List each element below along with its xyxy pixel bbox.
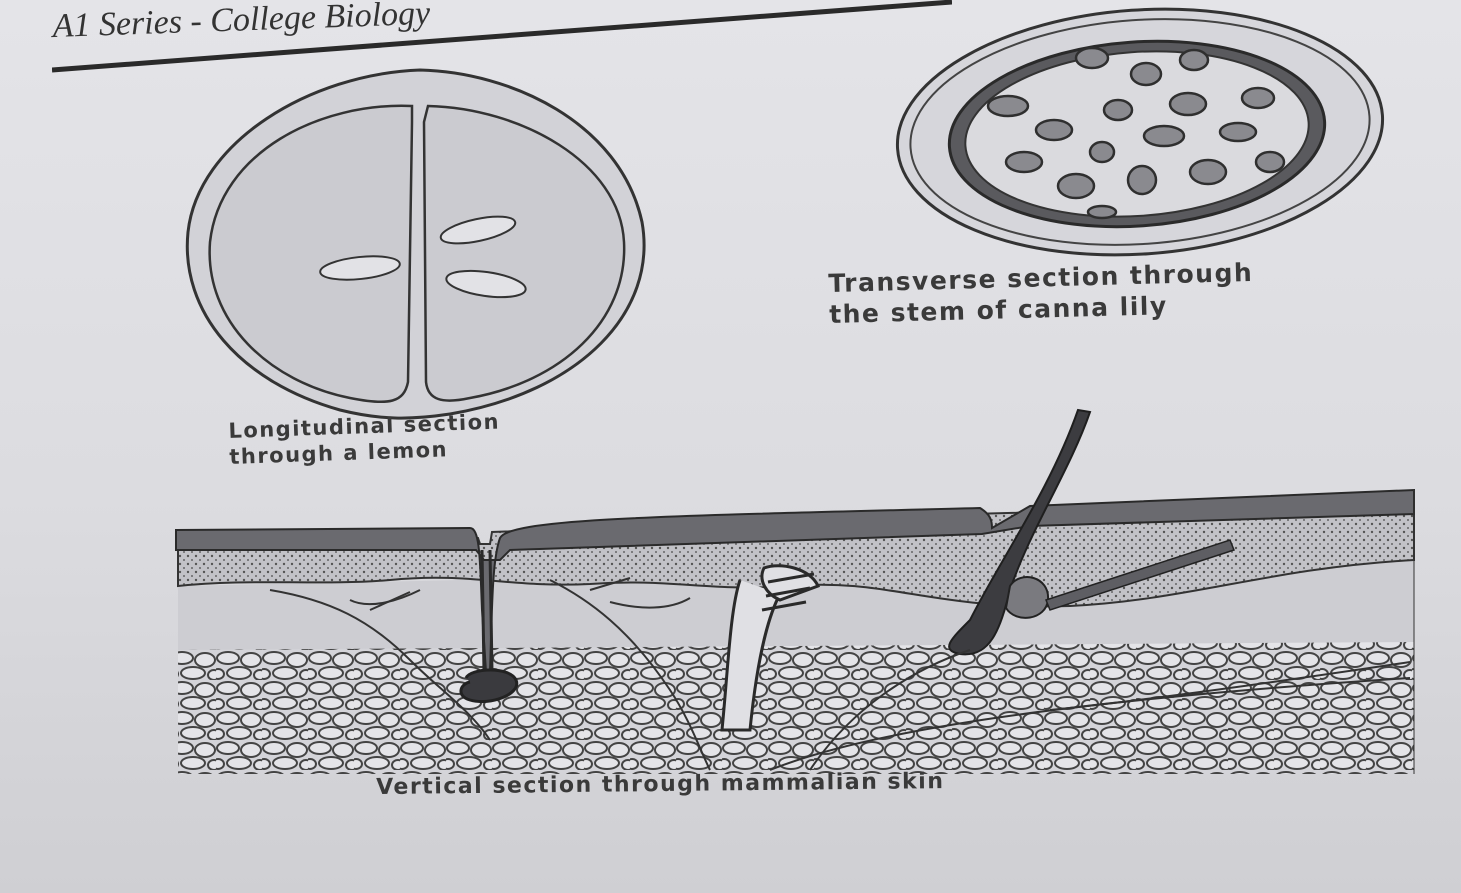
lemon-seed	[439, 215, 517, 245]
canna-caption: Transverse section through the stem of c…	[828, 257, 1254, 331]
lemon-diagram	[185, 68, 646, 420]
nerve-fibres	[269, 577, 1411, 771]
subcutaneous-fat-layer	[178, 642, 1414, 774]
sebaceous-gland	[1004, 576, 1050, 619]
vascular-bundles	[986, 46, 1286, 220]
canna-stem-diagram	[895, 7, 1385, 257]
erector-muscle	[1045, 539, 1235, 611]
sweat-gland	[459, 668, 519, 704]
lemon-seed	[319, 255, 401, 281]
skin-diagram	[175, 408, 1415, 774]
skin-caption: Vertical section through mammalian skin	[376, 769, 945, 800]
sensory-receptor	[720, 564, 821, 732]
header-rule	[52, 0, 952, 73]
lemon-seed	[445, 269, 527, 299]
